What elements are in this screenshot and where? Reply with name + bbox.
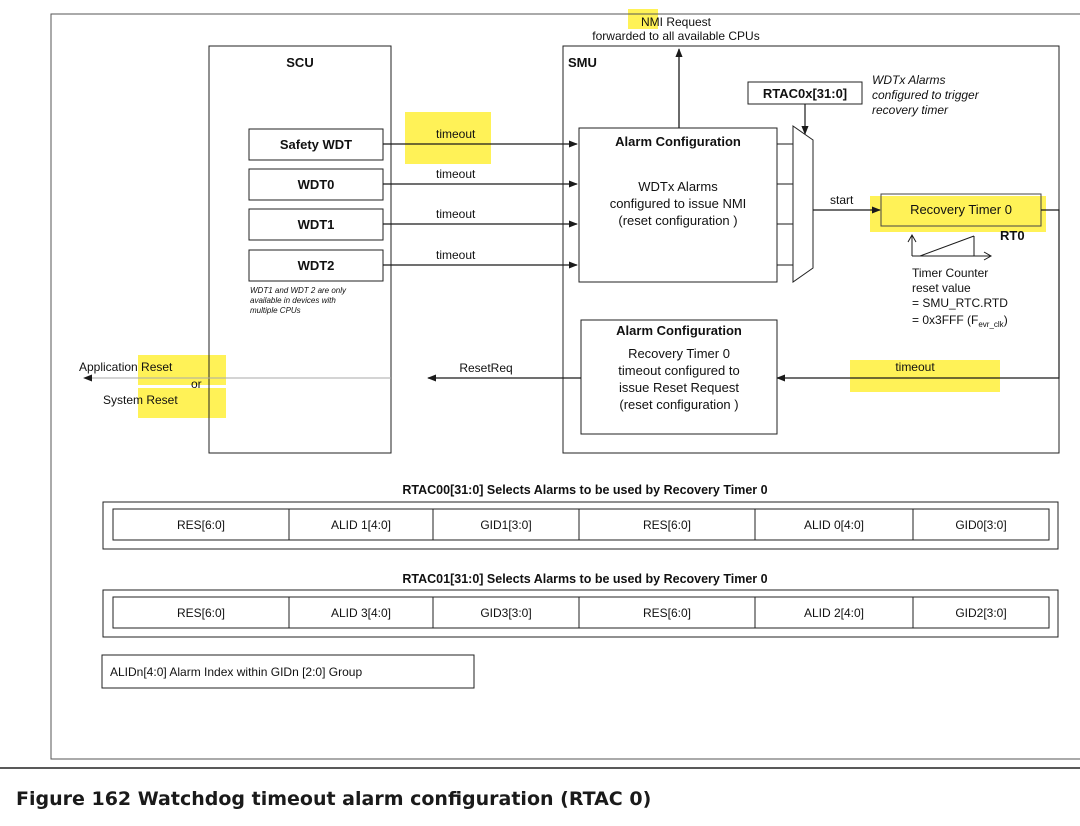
scu-title: SCU (286, 55, 313, 70)
rtac01-field-1 (288, 596, 434, 629)
wdt1-box (248, 208, 384, 241)
rt-timeout-label: timeout (895, 360, 935, 374)
rtac00-field-2-label: GID1[3:0] (480, 518, 531, 532)
counter-ramp-icon (907, 233, 993, 261)
alarm-config-top-line2: configured to issue NMI (610, 196, 747, 211)
rtac00-field-5-label: GID0[3:0] (955, 518, 1006, 532)
rtac00-field-4 (754, 508, 914, 541)
alarm-config-top-line3: (reset configuration ) (618, 213, 737, 228)
rtac01-field-1-label: ALID 3[4:0] (331, 606, 391, 620)
highlight-timeout-safety (405, 112, 491, 164)
wdt0: WDT0 (248, 168, 384, 201)
rtac01-field-0-label: RES[6:0] (177, 606, 225, 620)
rtac01-field-5-label: GID2[3:0] (955, 606, 1006, 620)
rtac-note-line3: recovery timer (872, 103, 949, 117)
rtac01-field-0 (112, 596, 290, 629)
timeout-label-wdt0: timeout (436, 167, 476, 181)
rtac01-field-2-label: GID3[3:0] (480, 606, 531, 620)
counter-note-line1: Timer Counter (912, 266, 988, 280)
scu-note-line2: available in devices with (250, 296, 336, 305)
alarm-config-bottom-line3: issue Reset Request (619, 380, 739, 395)
wdt-safety: Safety WDT (248, 128, 384, 161)
timeout-label-safety: timeout (436, 127, 476, 141)
wdt2-box (248, 249, 384, 282)
highlight-timeout-rt (850, 360, 1000, 392)
register-rtac01-fields: RES[6:0] ALID 3[4:0] GID3[3:0] RES[6:0] … (112, 596, 1050, 629)
highlight-sys-reset (138, 388, 226, 418)
wdt-safety-label: Safety WDT (280, 137, 352, 152)
rtac00-field-2 (432, 508, 580, 541)
register-rtac01-frame (102, 589, 1059, 638)
rtac01-field-3 (578, 596, 756, 629)
or-label: or (191, 377, 202, 391)
timeout-label-wdt2: timeout (436, 248, 476, 262)
counter-note-line4: = 0x3FFF (Fevr_clk) (912, 313, 1008, 329)
rtac01-field-5 (912, 596, 1050, 629)
alarm-config-bottom-title: Alarm Configuration (616, 323, 742, 338)
figure-caption: Figure 162 Watchdog timeout alarm config… (16, 788, 652, 810)
alarm-config-bottom (580, 319, 778, 435)
register-rtac00-title: RTAC00[31:0] Selects Alarms to be used b… (402, 483, 767, 497)
rtac00-field-4-label: ALID 0[4:0] (804, 518, 864, 532)
counter-note-line3: = SMU_RTC.RTD (912, 296, 1008, 310)
alarm-config-top-title: Alarm Configuration (615, 134, 741, 149)
legend-box (101, 654, 475, 689)
rtac-label: RTAC0x[31:0] (763, 86, 847, 101)
wdt0-label: WDT0 (298, 177, 335, 192)
rtac00-field-1-label: ALID 1[4:0] (331, 518, 391, 532)
register-rtac01-title: RTAC01[31:0] Selects Alarms to be used b… (402, 572, 767, 586)
alarm-config-top (578, 127, 778, 283)
alarm-config-bottom-line4: (reset configuration ) (619, 397, 738, 412)
rtac01-field-3-label: RES[6:0] (643, 606, 691, 620)
alarm-config-top-line1: WDTx Alarms (638, 179, 718, 194)
nmi-label-line2: forwarded to all available CPUs (592, 29, 759, 43)
mux-shape (792, 125, 814, 283)
rtac00-field-3 (578, 508, 756, 541)
rtac00-field-3-label: RES[6:0] (643, 518, 691, 532)
rtac-note-line2: configured to trigger (872, 88, 980, 102)
rtac00-field-0-label: RES[6:0] (177, 518, 225, 532)
app-reset-label: Application Reset (79, 360, 173, 374)
timeout-label-wdt1: timeout (436, 207, 476, 221)
rt-timeout-arrow (776, 209, 1060, 382)
wdt2-label: WDT2 (298, 258, 335, 273)
watchdog-diagram: NMI Request forwarded to all available C… (0, 9, 1080, 769)
rtac00-field-0 (112, 508, 290, 541)
scu-note-line1: WDT1 and WDT 2 are only (250, 286, 347, 295)
smu-title: SMU (568, 55, 597, 70)
rtac00-field-5 (912, 508, 1050, 541)
rtac-note-line1: WDTx Alarms (872, 73, 946, 87)
sys-reset-label: System Reset (103, 393, 178, 407)
rt0-tag: RT0 (1000, 228, 1025, 243)
recovery-timer-label: Recovery Timer 0 (910, 202, 1012, 217)
start-label: start (830, 193, 854, 207)
rtac01-field-4-label: ALID 2[4:0] (804, 606, 864, 620)
wdt1: WDT1 (248, 208, 384, 241)
reset-req-label: ResetReq (459, 361, 512, 375)
register-rtac00-fields: RES[6:0] ALID 1[4:0] GID1[3:0] RES[6:0] … (112, 508, 1050, 541)
rtac01-field-4 (754, 596, 914, 629)
highlight-app-reset (138, 355, 226, 385)
rtac00-field-1 (288, 508, 434, 541)
scu-box (208, 45, 392, 454)
scu-note-line3: multiple CPUs (250, 306, 301, 315)
alarm-config-bottom-line1: Recovery Timer 0 (628, 346, 730, 361)
counter-note-line2: reset value (912, 281, 971, 295)
alarm-config-bottom-line2: timeout configured to (618, 363, 739, 378)
wdt2: WDT2 (248, 249, 384, 282)
wdt1-label: WDT1 (298, 217, 335, 232)
register-rtac00-frame (102, 501, 1059, 550)
nmi-label-line1: NMI Request (641, 15, 712, 29)
outer-frame (50, 13, 1080, 760)
legend-text: ALIDn[4:0] Alarm Index within GIDn [2:0]… (110, 665, 362, 679)
